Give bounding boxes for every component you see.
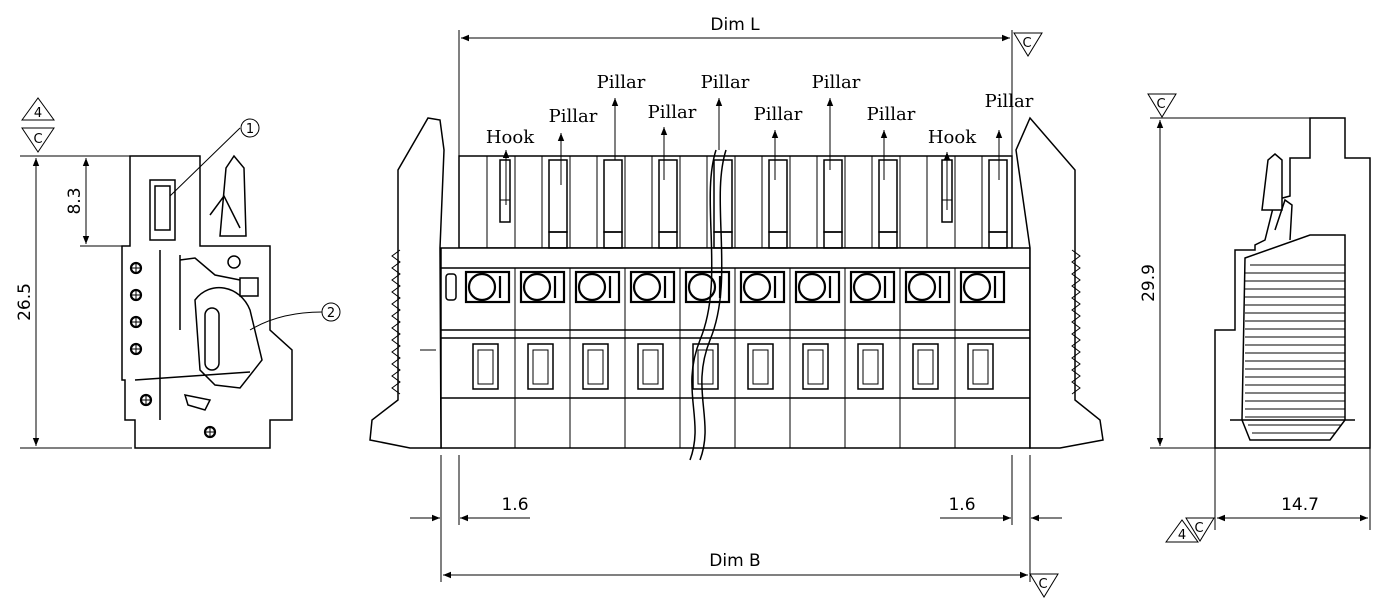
screw-holes xyxy=(129,261,217,439)
pillar-callouts: Hook Pillar Pillar Pillar Pillar Pillar … xyxy=(486,72,1034,210)
callout-pillar-8: Pillar xyxy=(985,91,1034,112)
datum-c-label: C xyxy=(33,132,42,147)
right-datum-4: 4 xyxy=(1165,519,1199,543)
datum-4-marker: 4 xyxy=(21,97,55,121)
release-buttons xyxy=(445,270,1006,304)
dim-8-3: 8.3 xyxy=(65,187,85,214)
dim-b-label: Dim B xyxy=(709,551,760,571)
datum-4-label: 4 xyxy=(34,106,42,121)
balloon-2-label: 2 xyxy=(327,306,335,321)
dim-14-7: 14.7 xyxy=(1281,495,1319,515)
balloon-1-label: 1 xyxy=(246,122,254,137)
balloon-2: 2 xyxy=(249,302,341,331)
callout-pillar-1: Pillar xyxy=(549,106,598,127)
pillars xyxy=(486,156,1008,249)
callout-hook-1: Hook xyxy=(486,127,535,148)
datum-c-top: C xyxy=(1013,32,1043,57)
right-latch xyxy=(1015,116,1104,449)
dim-26-5: 26.5 xyxy=(15,283,35,321)
callout-pillar-3: Pillar xyxy=(648,102,697,123)
callout-hook-2: Hook xyxy=(928,127,977,148)
front-view: Dim L C xyxy=(369,15,1104,598)
left-latch xyxy=(369,117,445,449)
dim-l-label: Dim L xyxy=(710,15,760,35)
wire-entries xyxy=(472,343,994,390)
margin-right-label: 1.6 xyxy=(948,495,975,515)
callout-pillar-4: Pillar xyxy=(701,72,750,93)
callout-pillar-6: Pillar xyxy=(812,72,861,93)
cell-dividers xyxy=(514,268,956,448)
right-datum-c-label: C xyxy=(1194,521,1203,536)
balloon-1: 1 xyxy=(169,118,260,197)
margin-left-label: 1.6 xyxy=(501,495,528,515)
right-datum-c: C xyxy=(1185,517,1215,542)
callout-pillar-2: Pillar xyxy=(597,72,646,93)
datum-c-top-right: C xyxy=(1147,93,1177,118)
callout-pillar-7: Pillar xyxy=(867,104,916,125)
datum-c-marker: C xyxy=(21,127,55,153)
right-datum-c-top-label: C xyxy=(1156,97,1165,112)
datum-c-bottom: C xyxy=(1029,573,1059,598)
datum-c-top-label: C xyxy=(1022,36,1031,51)
right-side-view: C 29.9 xyxy=(1139,93,1371,543)
right-datum-4-label: 4 xyxy=(1178,528,1186,543)
left-side-view: 4 C 26.5 8.3 xyxy=(15,97,341,449)
datum-c-bottom-label: C xyxy=(1038,577,1047,592)
cable-hatch xyxy=(1245,264,1345,434)
callout-pillar-5: Pillar xyxy=(754,104,803,125)
dim-29-9: 29.9 xyxy=(1139,264,1159,302)
